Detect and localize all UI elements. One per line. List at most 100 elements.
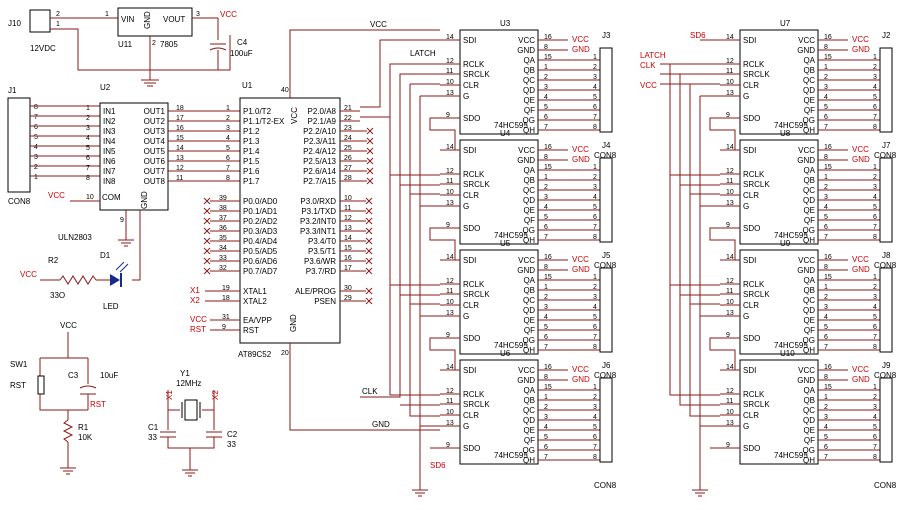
j1-pin-num: 3 (34, 154, 38, 161)
con-pin-num: 2 (593, 64, 597, 71)
hc595-left-num: 14 (726, 254, 734, 261)
sd6-label-right: SD6 (690, 31, 706, 40)
u2-out-label: OUT5 (144, 147, 166, 156)
hc595-value: 74HC595 (494, 231, 528, 240)
con-pin-num: 4 (593, 304, 597, 311)
u2-vcc-label: VCC (48, 191, 65, 200)
hc595-right-num: 8 (544, 44, 548, 51)
hc595-right-num: 5 (544, 104, 548, 111)
hc595-right-label: GND (797, 266, 815, 275)
sw1-ref: SW1 (10, 360, 28, 369)
u2-in-label: IN1 (103, 107, 116, 116)
hc595-right-label: QD (803, 86, 815, 95)
crystal-x1-label: X1 (165, 390, 174, 400)
hc595-right-num: 2 (824, 74, 828, 81)
j10-ref: J10 (8, 19, 21, 28)
u2-in-label: IN3 (103, 127, 116, 136)
con-pin-num: 7 (593, 224, 597, 231)
hc595-right-label: QH (523, 126, 535, 135)
hc595-chip: U374HC595SDI14RCLK12SRCLK11CLR10G13SDO9V… (429, 19, 617, 160)
u2-in-num: 6 (86, 155, 90, 162)
hc595-left-num: 10 (726, 79, 734, 86)
con-value: CON8 (594, 371, 617, 380)
hc595-left-label: CLR (463, 301, 479, 310)
con-pin-num: 6 (593, 104, 597, 111)
hc595-right-num: 5 (544, 214, 548, 221)
hc595-right-label: QH (523, 456, 535, 465)
u1-p0-num: 36 (219, 225, 227, 232)
u11-vin: VIN (121, 15, 135, 24)
con-pin-num: 1 (593, 164, 597, 171)
hc595-right-num: 4 (544, 94, 548, 101)
hc595-right-label: QC (803, 76, 815, 85)
con-value: CON8 (874, 371, 897, 380)
hc595-power-net: VCC (572, 255, 589, 264)
hc595-right-num: 16 (544, 254, 552, 261)
j1-pin-num: 2 (34, 164, 38, 171)
u1-p2-num: 28 (344, 175, 352, 182)
hc595-left-label: SDO (743, 334, 760, 343)
hc595-right-num: 16 (544, 34, 552, 41)
hc595-left-label: SRCLK (463, 180, 490, 189)
u1-ea-num: 9 (222, 324, 226, 331)
con-pin-num: 5 (873, 204, 877, 211)
con-value: CON8 (874, 261, 897, 270)
hc595-right-label: QA (523, 386, 535, 395)
hc595-right-num: 8 (544, 264, 548, 271)
hc595-right-num: 1 (824, 174, 828, 181)
con-ref: J2 (882, 31, 891, 40)
con-ref: J8 (882, 251, 891, 260)
hc595-right-num: 4 (824, 424, 828, 431)
hc595-left-label: SDI (463, 256, 476, 265)
u2-in-label: IN7 (103, 167, 116, 176)
hc595-right-label: QA (803, 386, 815, 395)
hc595-right-label: QD (523, 86, 535, 95)
con-pin-num: 6 (593, 324, 597, 331)
right-595-chain: U774HC595SDI14RCLK12SRCLK11CLR10G13SDO9V… (709, 19, 897, 490)
hc595-left-label: G (463, 422, 469, 431)
u2-gnd: GND (140, 191, 149, 209)
u2-in-label: IN2 (103, 117, 116, 126)
hc595-power-net: VCC (852, 35, 869, 44)
j1-pin-num: 1 (34, 174, 38, 181)
u1-p1-label: P1.2 (243, 127, 260, 136)
u2-out-num: 11 (176, 175, 183, 182)
hc595-left-num: 11 (446, 398, 453, 405)
u1-p1-num: 5 (226, 145, 230, 152)
hc595-right-num: 2 (544, 294, 548, 301)
hc595-ref: U9 (780, 239, 791, 248)
con-pin-num: 1 (593, 54, 597, 61)
hc595-right-label: QF (804, 216, 815, 225)
hc595-left-label: SDO (463, 114, 480, 123)
hc595-right-label: VCC (798, 146, 815, 155)
con-pin-num: 3 (593, 404, 597, 411)
hc595-right-label: QH (803, 126, 815, 135)
c3-value: 10uF (100, 371, 118, 380)
hc595-left-num: 11 (446, 288, 453, 295)
hc595-right-label: QA (803, 166, 815, 175)
hc595-right-label: VCC (518, 366, 535, 375)
con-pin-num: 2 (873, 394, 877, 401)
hc595-right-label: QC (803, 406, 815, 415)
con-pin-num: 8 (593, 454, 597, 461)
hc595-right-num: 15 (824, 274, 832, 281)
u1-p2-label: P2.2/A10 (303, 127, 336, 136)
con-pin-num: 6 (873, 104, 877, 111)
u2-gnd-num: 9 (120, 217, 124, 224)
hc595-right-num: 5 (824, 324, 828, 331)
u1-ale-num: 29 (344, 295, 352, 302)
con-pin-num: 5 (593, 94, 597, 101)
u1-p2-label: P2.0/A8 (308, 107, 337, 116)
hc595-right-label: QB (803, 396, 815, 405)
hc595-right-num: 15 (824, 54, 832, 61)
j10-connector (29, 9, 51, 33)
hc595-right-num: 4 (544, 204, 548, 211)
hc595-value: 74HC595 (494, 121, 528, 130)
con-pin-num: 7 (873, 114, 877, 121)
u1-p0-num: 39 (219, 195, 227, 202)
hc595-power-net: GND (852, 265, 870, 274)
u1-p3-num: 13 (344, 225, 352, 232)
hc595-left-num: 10 (446, 189, 454, 196)
hc595-left-num: 9 (726, 442, 730, 449)
